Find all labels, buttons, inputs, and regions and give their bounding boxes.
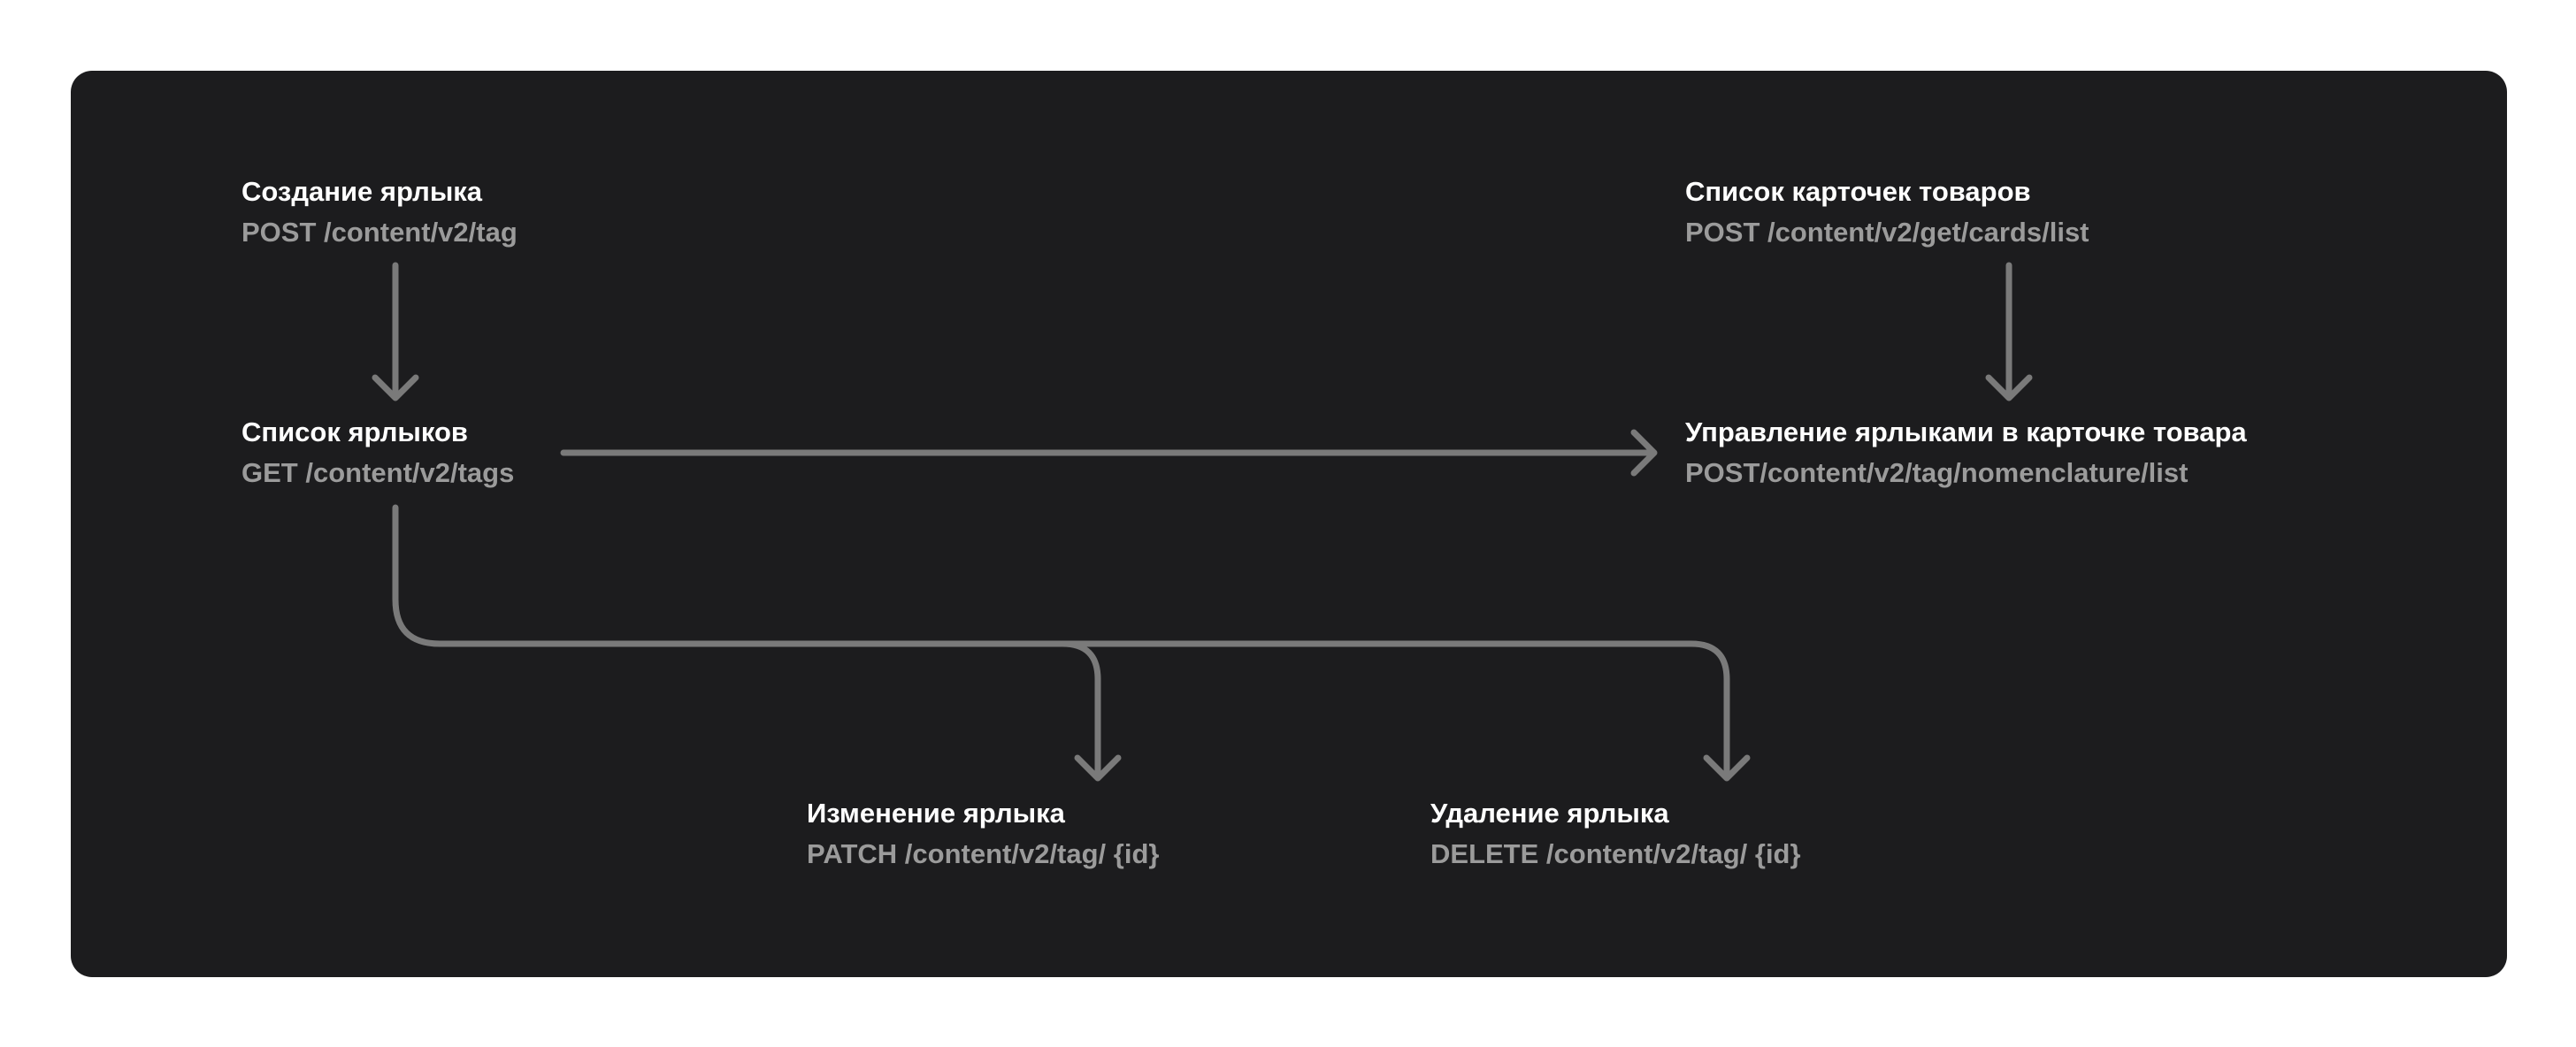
node-title: Управление ярлыками в карточке товара — [1685, 417, 2247, 447]
node-title: Изменение ярлыка — [807, 798, 1065, 829]
edge-list-to-delete — [1059, 640, 1751, 782]
node-cards-list: Список карточек товаров POST /content/v2… — [1685, 172, 2089, 253]
edge-create-to-list — [372, 262, 419, 401]
edge-cards-to-manage — [1985, 262, 2033, 401]
node-title: Удаление ярлыка — [1430, 798, 1669, 829]
node-endpoint: POST /content/v2/get/cards/list — [1685, 217, 2089, 248]
diagram-panel: Создание ярлыка POST /content/v2/tag Спи… — [71, 71, 2507, 977]
node-update-tag: Изменение ярлыка PATCH /content/v2/tag/ … — [807, 793, 1159, 875]
node-delete-tag: Удаление ярлыка DELETE /content/v2/tag/ … — [1430, 793, 1801, 875]
node-title: Список карточек товаров — [1685, 176, 2031, 207]
node-endpoint: POST/content/v2/tag/nomenclature/list — [1685, 457, 2189, 488]
node-title: Создание ярлыка — [242, 176, 483, 207]
node-create-tag: Создание ярлыка POST /content/v2/tag — [242, 172, 518, 253]
edge-list-to-update — [392, 504, 1122, 782]
node-tags-list: Список ярлыков GET /content/v2/tags — [242, 412, 514, 493]
node-endpoint: DELETE /content/v2/tag/ {id} — [1430, 838, 1801, 869]
node-endpoint: PATCH /content/v2/tag/ {id} — [807, 838, 1160, 869]
node-manage-tags: Управление ярлыками в карточке товара PO… — [1685, 412, 2247, 493]
node-endpoint: POST /content/v2/tag — [242, 217, 518, 248]
connectors — [372, 262, 2033, 782]
edge-list-to-manage — [560, 429, 1658, 477]
node-endpoint: GET /content/v2/tags — [242, 457, 515, 488]
node-title: Список ярлыков — [242, 417, 468, 447]
